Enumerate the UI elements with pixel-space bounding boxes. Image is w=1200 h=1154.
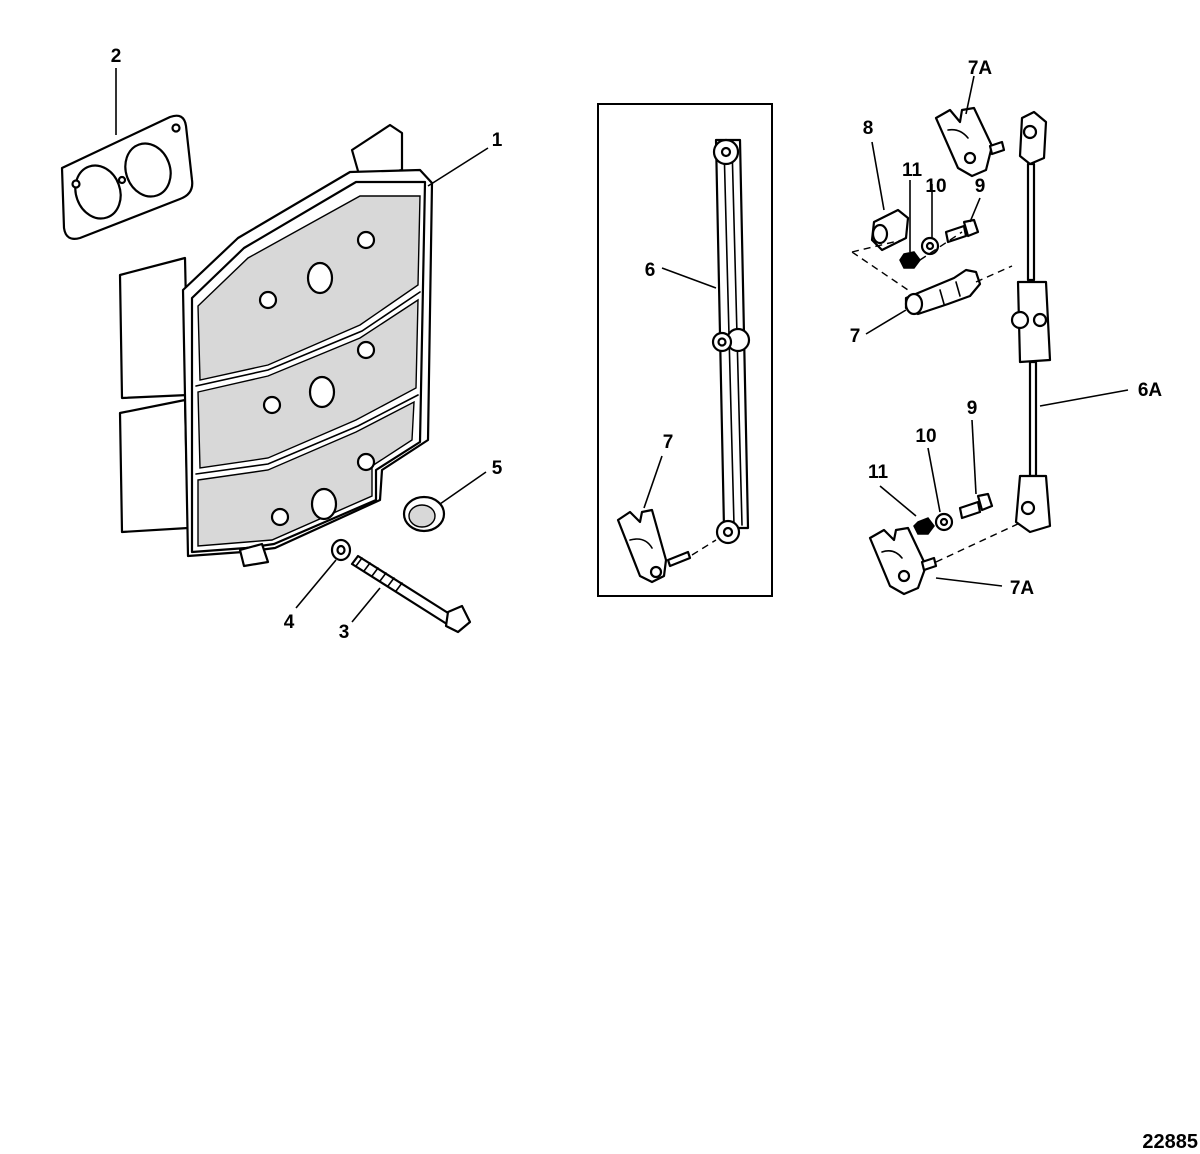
callout-10-top: 10 xyxy=(925,176,946,197)
callout-7: 7 xyxy=(850,326,861,347)
washer-top-part xyxy=(920,236,940,256)
callout-1: 1 xyxy=(492,130,503,151)
nut-bottom-part xyxy=(913,517,935,535)
callout-9-top: 9 xyxy=(975,176,986,197)
bolt-part xyxy=(350,554,472,634)
leader-lines xyxy=(115,68,1129,623)
lever-clip-part xyxy=(904,268,982,316)
callout-7a-bottom: 7A xyxy=(1010,578,1035,599)
link-rod-part xyxy=(711,138,751,545)
lever-clip-part-inset xyxy=(616,508,717,584)
rod-assembly-part xyxy=(1010,110,1052,534)
plug-part xyxy=(402,495,446,533)
assembly-line-bottom xyxy=(935,521,1023,563)
spacer-part xyxy=(870,208,910,252)
washer-part xyxy=(330,538,352,562)
washer-bottom-part xyxy=(934,512,954,532)
callout-3: 3 xyxy=(339,622,350,643)
assembly-line-top xyxy=(851,231,1013,291)
lever-clip-7a-bottom-part xyxy=(868,526,938,596)
callout-2: 2 xyxy=(111,46,122,67)
nut-top-part xyxy=(899,251,921,269)
callout-5: 5 xyxy=(492,458,503,479)
gasket-part xyxy=(60,114,194,240)
module-housing-part xyxy=(118,123,434,568)
callout-7a-top: 7A xyxy=(968,58,993,79)
callout-9-bottom: 9 xyxy=(967,398,978,419)
figure-reference-number: 22885 xyxy=(1142,1131,1198,1153)
callout-11-bottom: 11 xyxy=(868,462,889,483)
screw-bottom-part xyxy=(958,492,994,520)
callout-6a: 6A xyxy=(1138,380,1163,401)
callout-4: 4 xyxy=(284,612,295,633)
callout-6: 6 xyxy=(645,260,656,281)
inset-frame xyxy=(597,103,773,597)
callout-8: 8 xyxy=(863,118,874,139)
callout-11-top: 11 xyxy=(902,160,923,181)
callout-10-bottom: 10 xyxy=(915,426,936,447)
callout-7-inset: 7 xyxy=(663,432,674,453)
lever-clip-7a-top-part xyxy=(934,106,1006,178)
